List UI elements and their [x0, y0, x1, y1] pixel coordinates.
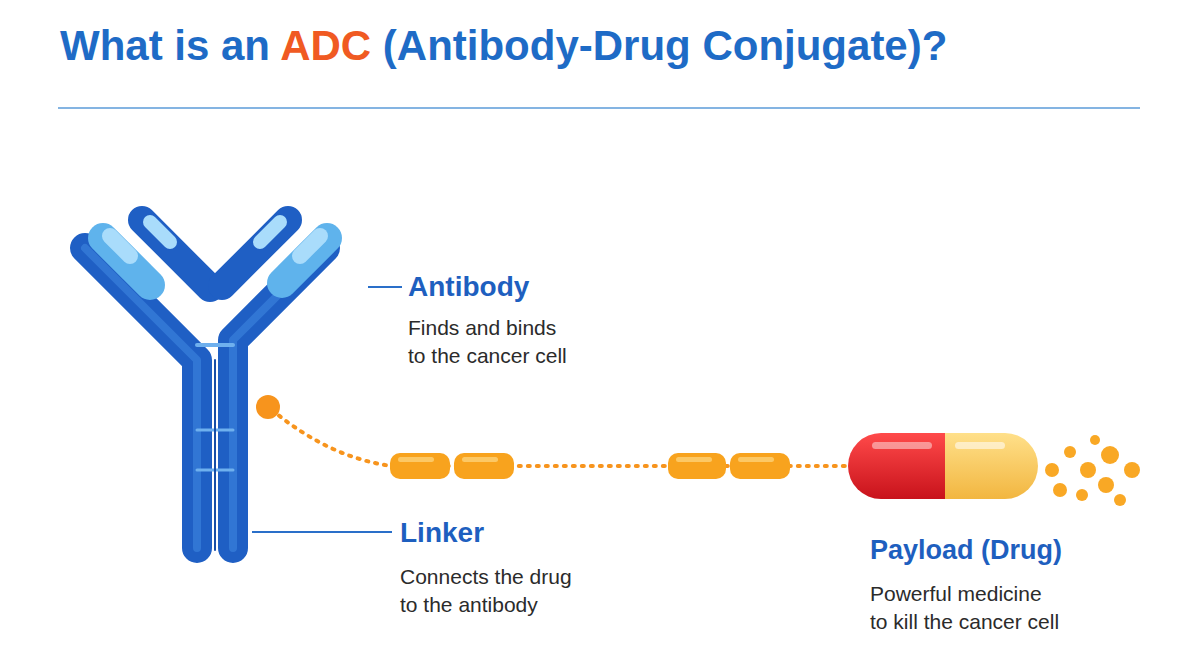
payload-capsule	[848, 433, 1140, 506]
part-name: Linker	[400, 514, 484, 552]
title-rule	[58, 107, 1140, 109]
antibody-figure	[85, 220, 327, 550]
diagram-title: What is an ADC (Antibody-Drug Conjugate)…	[60, 22, 947, 70]
part-name: Antibody	[408, 268, 529, 306]
part-description: Powerful medicine to kill the cancer cel…	[870, 580, 1120, 637]
leader-line	[252, 531, 392, 533]
leader-line	[368, 286, 402, 288]
part-description: Finds and binds to the cancer cell	[408, 314, 628, 371]
part-name: Payload (Drug)	[870, 532, 1062, 568]
part-description: Connects the drug to the antibody	[400, 563, 630, 620]
linker-chain	[256, 395, 850, 479]
